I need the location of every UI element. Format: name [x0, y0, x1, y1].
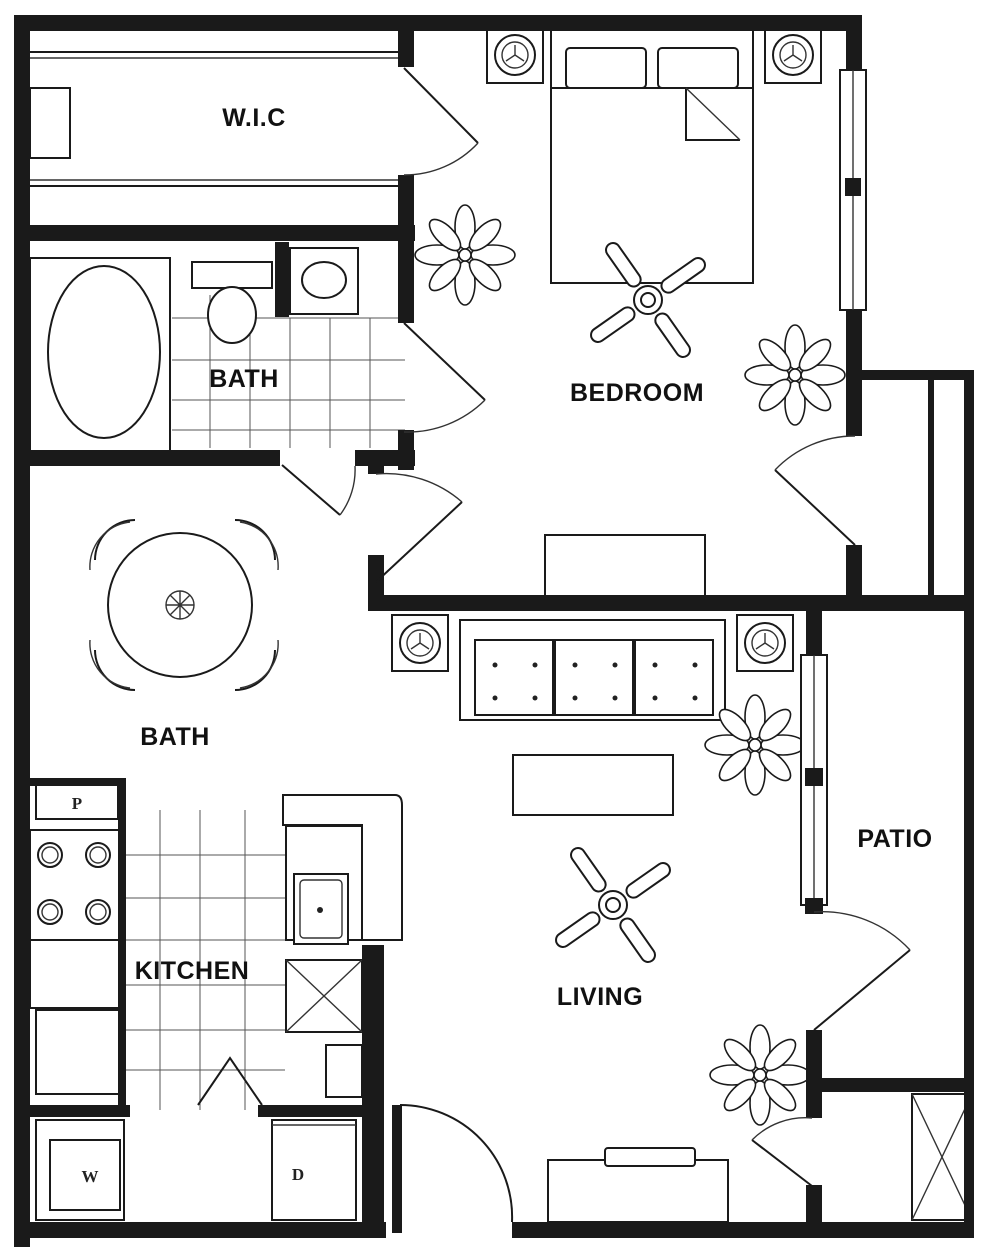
living-window [800, 654, 828, 914]
tv-console [547, 1147, 729, 1223]
bath-tile-floor [172, 295, 405, 448]
bedroom-dresser [544, 534, 706, 598]
room-label-living: LIVING [557, 983, 643, 1011]
living-plant-bottom [709, 1024, 811, 1126]
kitchen-cabinet [325, 1044, 363, 1098]
nightstand-lamp-left [486, 26, 544, 84]
dishwasher [285, 959, 363, 1033]
bedroom-plant-right [744, 324, 846, 426]
room-label-bedroom: BEDROOM [570, 379, 704, 407]
toilet [191, 261, 273, 344]
bedroom-window [839, 69, 867, 311]
living-lamp-left [391, 614, 449, 672]
dining-table [89, 519, 279, 691]
bathtub [29, 257, 171, 455]
living-lamp-right [736, 614, 794, 672]
bedroom-plant-left [414, 204, 516, 306]
walls [14, 15, 974, 1247]
washer [35, 1119, 125, 1221]
room-label-bath-top: BATH [209, 365, 279, 393]
kitchen-tile-floor [125, 810, 285, 1110]
kitchen-pass-through [197, 1056, 263, 1106]
pantry-label: P [72, 794, 82, 813]
nightstand-lamp-right [764, 26, 822, 84]
room-label-kitchen: KITCHEN [135, 957, 250, 985]
room-label-bath-left: BATH [140, 723, 210, 751]
bed [550, 27, 754, 284]
room-label-wic: W.I.C [222, 104, 286, 132]
washer-label: W [82, 1167, 99, 1186]
room-label-patio: PATIO [857, 825, 932, 853]
pantry [35, 784, 119, 820]
sofa [459, 619, 726, 721]
stove [29, 829, 123, 941]
dryer-label: D [292, 1165, 304, 1184]
bath-sink [289, 247, 359, 315]
kitchen-counter-left [29, 939, 123, 1009]
doors [281, 67, 911, 1233]
kitchen-sink [293, 873, 349, 945]
dryer [271, 1119, 357, 1221]
patio-storage [911, 1093, 973, 1221]
coffee-table [512, 754, 674, 816]
living-ceiling-fan [517, 809, 709, 1001]
refrigerator [35, 1009, 125, 1095]
wic-shelving [29, 51, 400, 187]
